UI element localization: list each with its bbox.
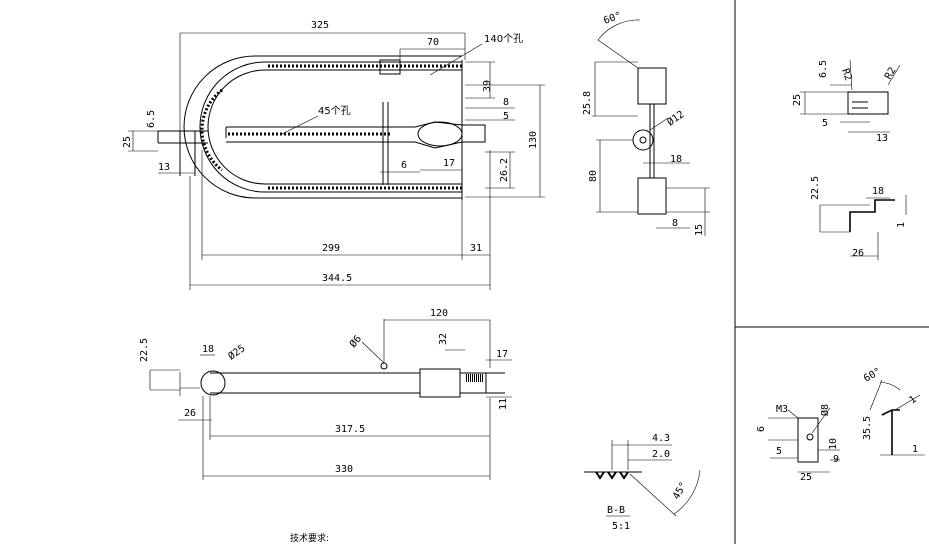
dim-phi12: Ø12 xyxy=(665,108,687,128)
dim-5: 5 xyxy=(503,111,509,122)
dim-13: 13 xyxy=(158,162,170,173)
dim-317-5: 317.5 xyxy=(335,424,365,435)
dim-35-5: 35.5 xyxy=(862,416,873,440)
dim-39: 39 xyxy=(482,80,493,92)
dim-1-top: 1 xyxy=(907,394,918,406)
holes-140-note: 140个孔 xyxy=(484,33,523,45)
dim-25-8: 25.8 xyxy=(582,91,593,115)
detail-c: M3 6 Ø8 10 5 9 25 60° 1 35.5 1 xyxy=(756,366,925,483)
dim-26: 26 xyxy=(184,408,196,419)
top-view: 325 70 140个孔 39 8 5 45个孔 6.5 25 13 6 17 … xyxy=(122,20,545,290)
dim-18: 18 xyxy=(872,186,884,197)
dim-6-5: 6.5 xyxy=(146,110,157,128)
dim-299: 299 xyxy=(322,243,340,254)
dim-26: 26 xyxy=(852,248,864,259)
dim-phi6: Ø6 xyxy=(347,333,364,350)
dim-31: 31 xyxy=(470,243,482,254)
dim-9: 9 xyxy=(833,454,839,465)
bracket-view: 60° 25.8 Ø12 18 80 8 15 xyxy=(582,10,710,236)
dim-15: 15 xyxy=(694,224,705,236)
dim-phi25: Ø25 xyxy=(226,342,248,362)
dim-17: 17 xyxy=(443,158,455,169)
dim-80: 80 xyxy=(588,170,599,182)
frame-lines xyxy=(734,0,929,544)
dim-1-bottom: 1 xyxy=(912,444,918,455)
dim-330: 330 xyxy=(335,464,353,475)
dim-phi8: Ø8 xyxy=(819,404,831,416)
dim-8: 8 xyxy=(503,97,509,108)
dim-22-5: 22.5 xyxy=(139,338,150,362)
dim-11: 11 xyxy=(498,398,509,410)
dim-10: 10 xyxy=(828,438,839,450)
holes-45-note: 45个孔 xyxy=(318,105,351,117)
dim-325: 325 xyxy=(311,20,329,31)
dim-8: 8 xyxy=(672,218,678,229)
dim-2-0: 2.0 xyxy=(652,449,670,460)
dim-13: 13 xyxy=(876,133,888,144)
dim-6: 6 xyxy=(756,426,767,432)
technical-requirements-title: 技术要求: xyxy=(290,532,329,544)
dim-1: 1 xyxy=(896,222,907,228)
detail-a: 6.5 R2 R2 25 5 13 xyxy=(792,60,901,144)
dim-6-5: 6.5 xyxy=(818,60,829,78)
dim-18: 18 xyxy=(670,154,682,165)
dim-70: 70 xyxy=(427,37,439,48)
dim-18: 18 xyxy=(202,344,214,355)
dim-120: 120 xyxy=(430,308,448,319)
dim-6: 6 xyxy=(401,160,407,171)
dim-17: 17 xyxy=(496,349,508,360)
side-view: 120 Ø6 32 22.5 18 Ø25 17 26 11 317.5 330 xyxy=(139,308,512,480)
angle-60: 60° xyxy=(862,366,883,385)
radius-r2-right: R2 xyxy=(883,66,899,82)
angle-45: 45° xyxy=(671,480,690,501)
dim-5: 5 xyxy=(776,446,782,457)
thread-m3: M3 xyxy=(776,404,788,415)
dim-5: 5 xyxy=(822,118,828,129)
dim-32: 32 xyxy=(438,333,449,345)
dim-4-3: 4.3 xyxy=(652,433,670,444)
dim-22-5: 22.5 xyxy=(810,176,821,200)
dim-25: 25 xyxy=(792,94,803,106)
dim-26-2: 26.2 xyxy=(499,158,510,182)
section-bb: 4.3 2.0 45° B-B 5:1 xyxy=(584,433,701,532)
dim-25: 25 xyxy=(800,472,812,483)
section-label: B-B xyxy=(607,505,625,516)
detail-b: 22.5 18 1 26 xyxy=(810,176,907,260)
dim-344-5: 344.5 xyxy=(322,273,352,284)
dim-130: 130 xyxy=(528,131,539,149)
angle-60: 60° xyxy=(602,10,623,27)
dim-25: 25 xyxy=(122,136,133,148)
radius-r2-left: R2 xyxy=(839,67,853,82)
section-scale: 5:1 xyxy=(612,521,630,532)
